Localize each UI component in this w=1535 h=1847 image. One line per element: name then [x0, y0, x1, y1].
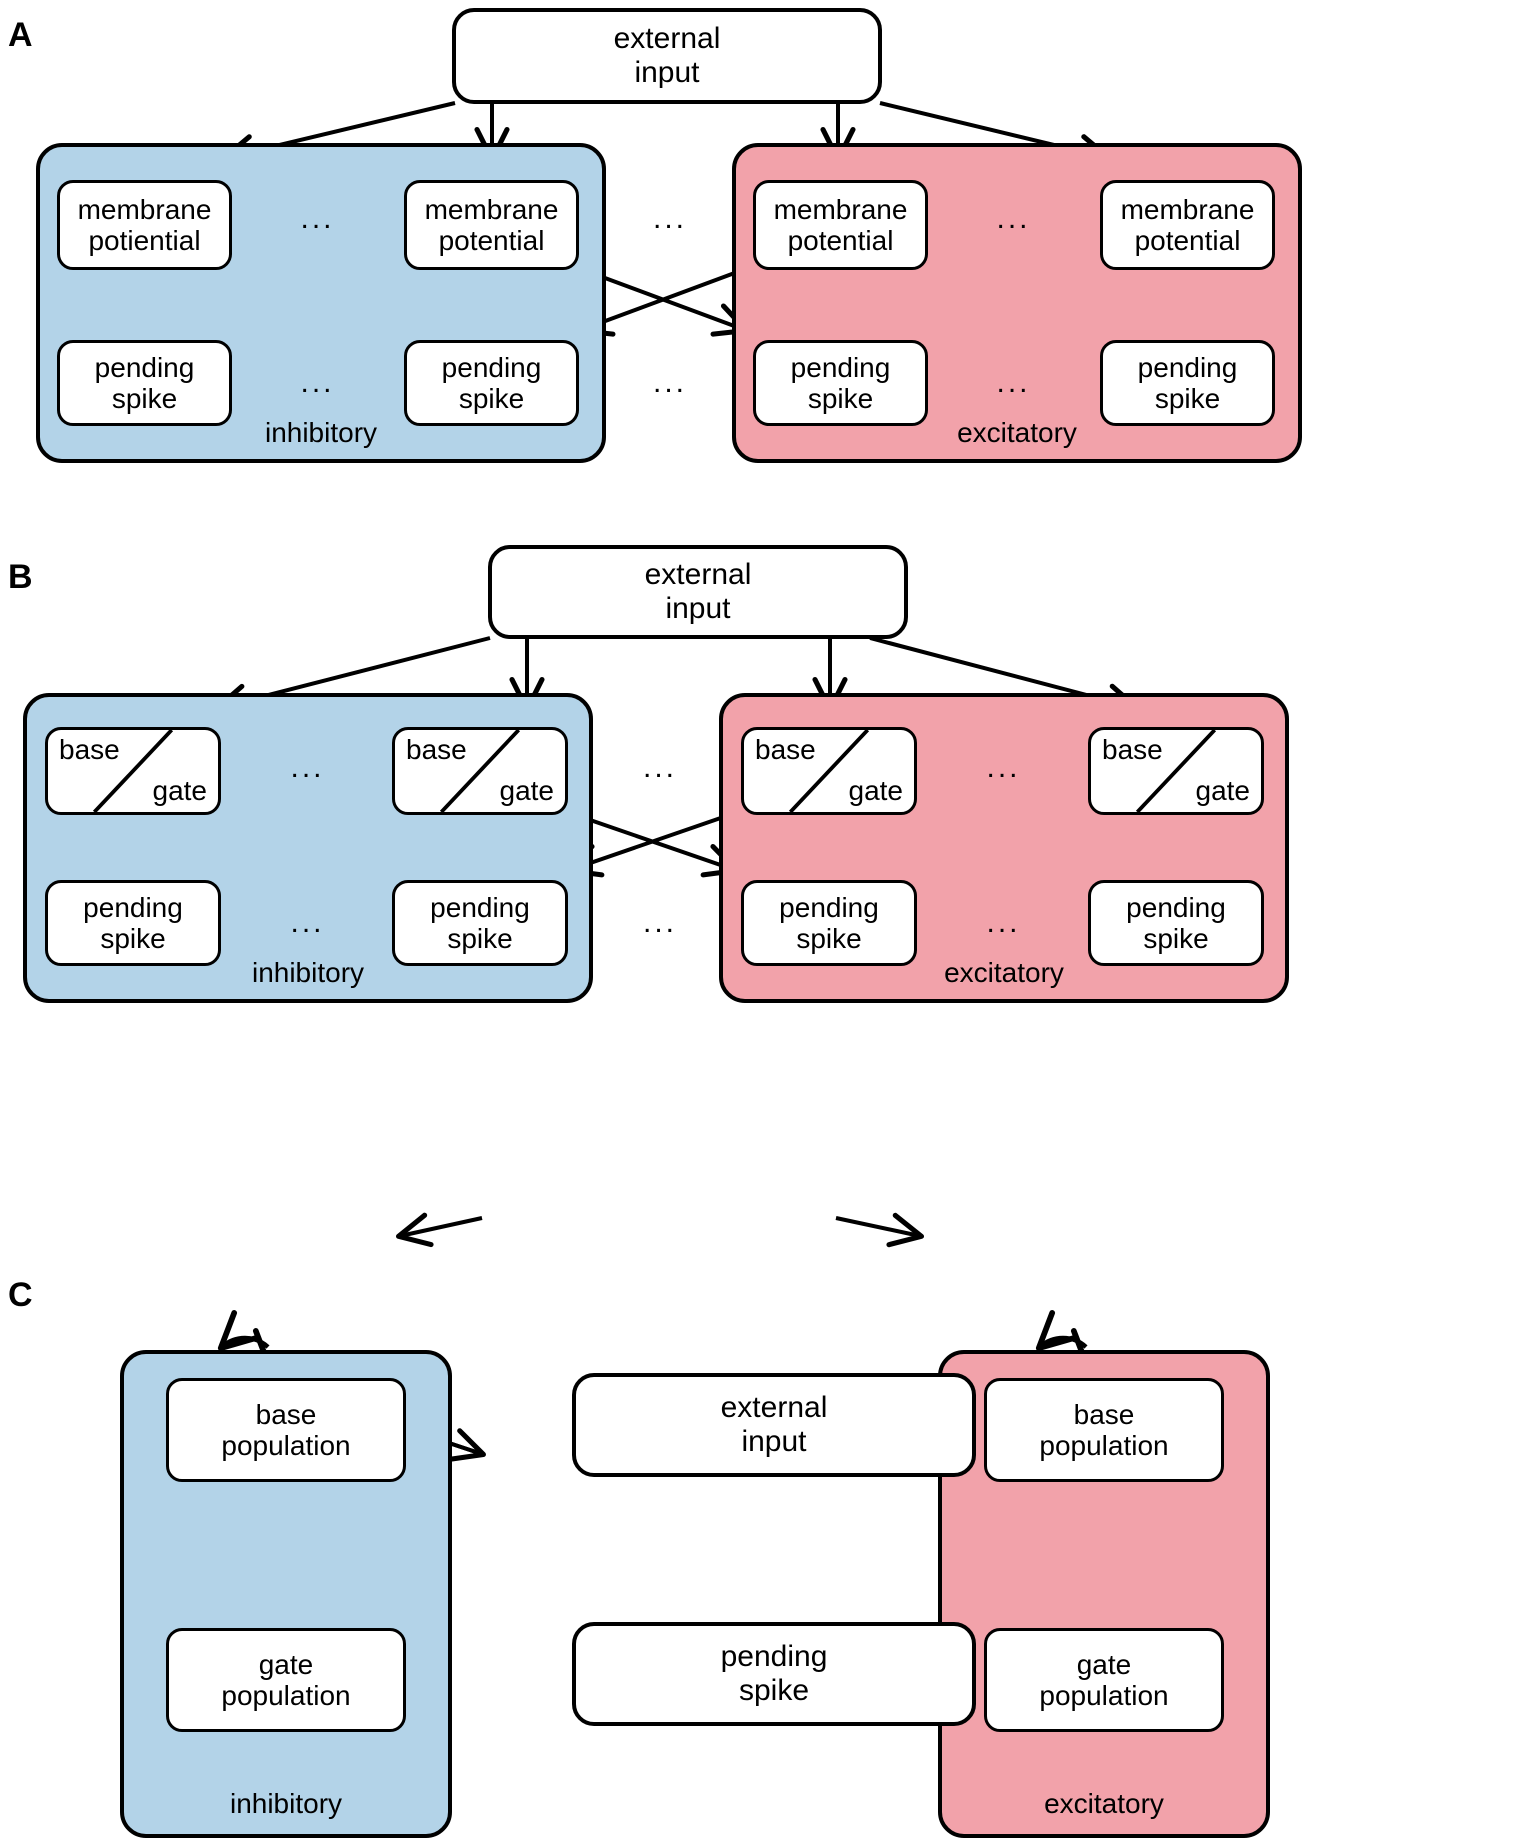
node-membrane-potential-inh-1: membrane potiential	[57, 180, 232, 270]
base-gate-divider-icon	[439, 730, 521, 812]
ellipsis-top-inh-b: ...	[290, 751, 325, 784]
node-membrane-potential-exc-1: membrane potential	[753, 180, 928, 270]
node-line1: membrane	[1120, 193, 1255, 225]
node-gate-population-inh: gate population	[166, 1628, 406, 1732]
ellipsis-top-inh-a: ...	[300, 202, 335, 235]
node-line2: potential	[438, 225, 545, 256]
node-pending-spike-inh-2: pending spike	[404, 340, 579, 426]
ellipsis-between-bottom-a: ...	[652, 366, 687, 399]
panel-letter-c: C	[8, 1276, 34, 1314]
node-line1: pending	[1137, 351, 1238, 383]
node-line2: potential	[787, 225, 894, 256]
external-input-line1: external	[644, 558, 752, 592]
node-base-label: base	[755, 734, 816, 765]
node-pending-spike-exc-1: pending spike	[753, 340, 928, 426]
base-gate-divider-icon	[1135, 730, 1217, 812]
node-line2: spike	[1143, 923, 1209, 954]
node-line2: spike	[738, 1674, 810, 1707]
node-line1: pending	[83, 891, 183, 923]
node-line1: pending	[790, 351, 891, 383]
ellipsis-top-exc-b: ...	[986, 751, 1021, 784]
group-label-excitatory-b: excitatory	[944, 957, 1064, 988]
ellipsis-top-exc-a: ...	[996, 202, 1031, 235]
base-gate-divider-icon	[92, 730, 174, 812]
node-pending-spike-inh-b-1: pending spike	[45, 880, 221, 966]
node-base-gate-inh-2: base gate	[392, 727, 568, 815]
ellipsis-between-bottom-b: ...	[642, 906, 677, 939]
node-line2: spike	[111, 383, 178, 414]
node-membrane-potential-exc-2: membrane potential	[1100, 180, 1275, 270]
node-line2: potential	[1134, 225, 1241, 256]
node-line2: population	[1039, 1680, 1169, 1711]
node-line1: pending	[441, 351, 542, 383]
node-gate-label: gate	[1195, 775, 1251, 806]
node-line2: potiential	[88, 225, 201, 256]
node-line1: pending	[430, 891, 530, 923]
ellipsis-bottom-inh-b: ...	[290, 906, 325, 939]
panel-letter-a: A	[8, 16, 34, 54]
ellipsis-bottom-exc-b: ...	[986, 906, 1021, 939]
external-input-line1: external	[720, 1391, 828, 1425]
node-base-gate-exc-2: base gate	[1088, 727, 1264, 815]
node-base-label: base	[406, 734, 467, 765]
node-line1: gate	[1076, 1648, 1132, 1680]
external-input-line1: external	[613, 22, 721, 56]
external-input-line2: input	[634, 56, 700, 89]
node-line2: spike	[447, 923, 513, 954]
node-line1: membrane	[424, 193, 559, 225]
group-label-inhibitory-a: inhibitory	[264, 417, 378, 448]
node-line2: spike	[458, 383, 525, 414]
node-line2: population	[1039, 1430, 1169, 1461]
node-base-population-inh: base population	[166, 1378, 406, 1482]
node-pending-spike-inh-1: pending spike	[57, 340, 232, 426]
node-base-gate-exc-1: base gate	[741, 727, 917, 815]
group-label-inhibitory-c: inhibitory	[229, 1788, 343, 1819]
node-base-gate-inh-1: base gate	[45, 727, 221, 815]
node-line1: base	[255, 1398, 317, 1430]
node-base-label: base	[59, 734, 120, 765]
node-line2: spike	[807, 383, 874, 414]
node-line2: spike	[100, 923, 166, 954]
group-label-excitatory-a: excitatory	[957, 417, 1077, 448]
base-gate-divider-icon	[788, 730, 870, 812]
node-gate-label: gate	[152, 775, 208, 806]
ellipsis-between-top-a: ...	[652, 202, 687, 235]
node-line1: pending	[94, 351, 195, 383]
node-pending-spike-exc-b-1: pending spike	[741, 880, 917, 966]
node-gate-label: gate	[848, 775, 904, 806]
group-label-inhibitory-b: inhibitory	[251, 957, 365, 988]
ellipsis-bottom-exc-a: ...	[996, 366, 1031, 399]
node-base-population-exc: base population	[984, 1378, 1224, 1482]
node-line1: membrane	[77, 193, 212, 225]
node-line1: membrane	[773, 193, 908, 225]
ellipsis-bottom-inh-a: ...	[300, 366, 335, 399]
external-input-box-c: external input	[572, 1373, 976, 1477]
ellipsis-between-top-b: ...	[642, 751, 677, 784]
node-pending-spike-exc-2: pending spike	[1100, 340, 1275, 426]
external-input-box-b: external input	[488, 545, 908, 639]
node-line2: spike	[1154, 383, 1221, 414]
group-label-excitatory-c: excitatory	[1044, 1788, 1164, 1819]
node-line1: pending	[779, 891, 879, 923]
node-base-label: base	[1102, 734, 1163, 765]
node-line1: pending	[1126, 891, 1226, 923]
external-input-line2: input	[665, 592, 731, 625]
panel-letter-b: B	[8, 558, 34, 596]
node-gate-population-exc: gate population	[984, 1628, 1224, 1732]
node-membrane-potential-inh-2: membrane potential	[404, 180, 579, 270]
external-input-box-a: external input	[452, 8, 882, 104]
external-input-line2: input	[741, 1425, 807, 1458]
node-line2: population	[221, 1430, 351, 1461]
node-line1: base	[1073, 1398, 1135, 1430]
node-pending-spike-c: pending spike	[572, 1622, 976, 1726]
node-gate-label: gate	[499, 775, 555, 806]
node-pending-spike-inh-b-2: pending spike	[392, 880, 568, 966]
node-pending-spike-exc-b-2: pending spike	[1088, 880, 1264, 966]
node-line2: population	[221, 1680, 351, 1711]
node-line2: spike	[796, 923, 862, 954]
node-line1: pending	[720, 1640, 828, 1674]
node-line1: gate	[258, 1648, 314, 1680]
